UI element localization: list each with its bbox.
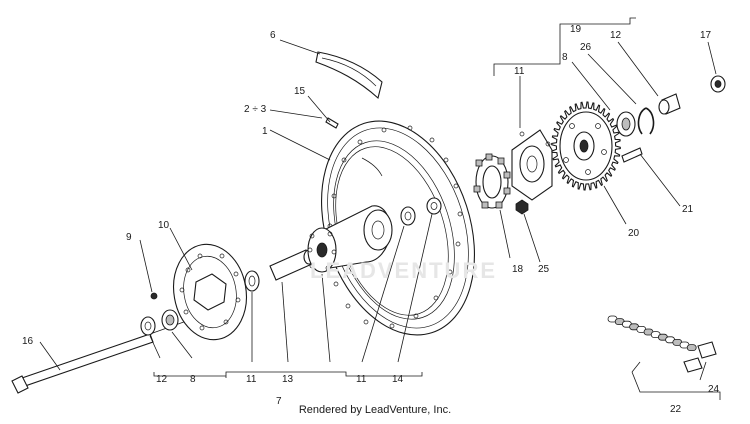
callout-13: 13 bbox=[282, 374, 294, 385]
callout-21: 21 bbox=[682, 204, 694, 215]
chain-link bbox=[686, 344, 697, 352]
callout-24: 24 bbox=[708, 384, 720, 395]
callout-8-left: 8 bbox=[190, 374, 196, 385]
part-9-disc-bolt bbox=[150, 292, 158, 300]
callout-6: 6 bbox=[270, 30, 276, 41]
part-11-bearing-right bbox=[400, 206, 416, 226]
part-13-spacer-tube bbox=[269, 249, 315, 281]
part-25-nut bbox=[515, 199, 529, 215]
callout-16: 16 bbox=[22, 336, 34, 347]
watermark: LEADVENTURE bbox=[310, 258, 498, 283]
part-11-sprocket-carrier bbox=[511, 129, 553, 201]
callout-14: 14 bbox=[392, 374, 404, 385]
callout-26: 26 bbox=[580, 42, 592, 53]
part-21-sprocket-bolt bbox=[621, 147, 643, 163]
callout-1: 1 bbox=[262, 126, 268, 137]
callout-25: 25 bbox=[538, 264, 550, 275]
callout-11-top: 11 bbox=[514, 66, 525, 77]
callout-15: 15 bbox=[294, 86, 306, 97]
part-26-circlip bbox=[637, 107, 655, 135]
callout-2-3: 2 ÷ 3 bbox=[244, 104, 267, 115]
callout-19: 19 bbox=[570, 24, 582, 35]
callout-11-left: 11 bbox=[246, 374, 257, 385]
callout-8-right: 8 bbox=[562, 52, 568, 63]
callout-11-right: 11 bbox=[356, 374, 367, 385]
credit-line: Rendered by LeadVenture, Inc. bbox=[298, 404, 452, 416]
part-1-rim bbox=[321, 120, 475, 336]
callout-18: 18 bbox=[512, 264, 524, 275]
part-20-sprocket bbox=[551, 101, 621, 191]
part-17-nut bbox=[710, 75, 726, 93]
callout-12-right: 12 bbox=[610, 30, 622, 41]
part-22-chain bbox=[607, 315, 717, 373]
callout-7: 7 bbox=[276, 396, 282, 407]
callout-9: 9 bbox=[126, 232, 132, 243]
part-11-bearing-left bbox=[244, 270, 260, 292]
part-10-brake-disc bbox=[173, 243, 247, 341]
callout-22: 22 bbox=[670, 404, 682, 415]
part-6-guard bbox=[315, 51, 383, 100]
callout-20: 20 bbox=[628, 228, 640, 239]
part-12-spacer-right bbox=[658, 93, 681, 115]
part-8-bearing-right bbox=[616, 111, 636, 137]
callout-17: 17 bbox=[700, 30, 712, 41]
part-8-seal-left bbox=[161, 309, 179, 331]
leader-lines bbox=[39, 17, 721, 400]
part-14-spacer bbox=[426, 197, 442, 215]
wheel-hub bbox=[307, 205, 393, 273]
callout-10: 10 bbox=[158, 220, 170, 231]
part-18-cush-rubber bbox=[473, 153, 511, 209]
callout-12-left: 12 bbox=[156, 374, 168, 385]
part-12-spacer-left bbox=[140, 316, 156, 336]
